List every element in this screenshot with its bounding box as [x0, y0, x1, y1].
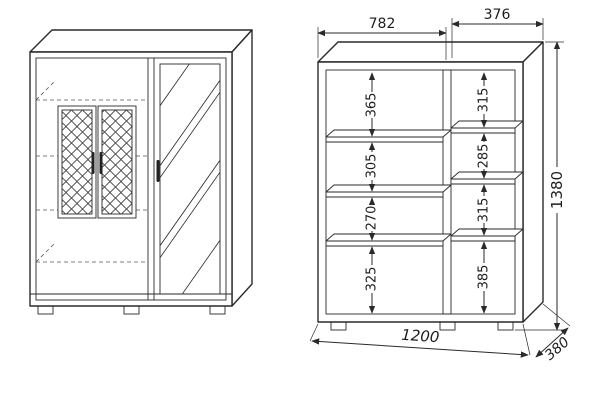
carcass-top-face	[317, 41, 544, 63]
dim-315a-label: 315	[477, 88, 492, 113]
door-handle-right	[99, 152, 103, 174]
dim-305-label: 305	[365, 154, 380, 179]
dimension-right-sections: 315 285 315 385	[477, 72, 492, 314]
dimension-left-sections: 365 305 270 325	[365, 72, 380, 314]
dim-315b-label: 315	[477, 198, 492, 223]
dim-270-label: 270	[365, 206, 380, 231]
dim-1200-label: 1200	[401, 326, 440, 346]
hidden-shelf-lines	[35, 81, 148, 263]
door-handle-left	[91, 152, 95, 174]
dim-285-label: 285	[477, 144, 492, 169]
cabinet-dimension-view: 782 376 365 305 270 325	[309, 7, 573, 364]
dim-782-label: 782	[369, 16, 396, 32]
dimension-overall-width: 1200	[309, 323, 531, 358]
cabinet-front-view	[29, 29, 253, 315]
dim-365-label: 365	[365, 93, 380, 118]
cabinet-top-face	[29, 29, 253, 53]
glass-door	[156, 63, 221, 295]
dim-376-label: 376	[484, 7, 511, 23]
dim-1380-label: 1380	[548, 171, 566, 209]
dim-385-label: 385	[477, 265, 492, 290]
lattice-door-right	[97, 105, 137, 219]
carcass-right-face	[522, 41, 544, 323]
dim-380-label: 380	[542, 334, 573, 364]
carcass-feet	[330, 321, 514, 331]
dimension-top-width-left: 782	[317, 16, 447, 60]
cabinet-right-face	[231, 29, 253, 307]
front-inner-frame	[35, 57, 227, 301]
left-column-shelves	[325, 129, 452, 247]
dimension-top-width-right: 376	[451, 7, 544, 58]
glass-door-handle	[156, 160, 160, 182]
dim-325-label: 325	[365, 267, 380, 292]
cabinet-feet	[37, 305, 226, 315]
glass-reflection-lines	[160, 64, 220, 294]
dimension-depth: 380	[535, 303, 573, 364]
lattice-door-left	[57, 105, 97, 219]
